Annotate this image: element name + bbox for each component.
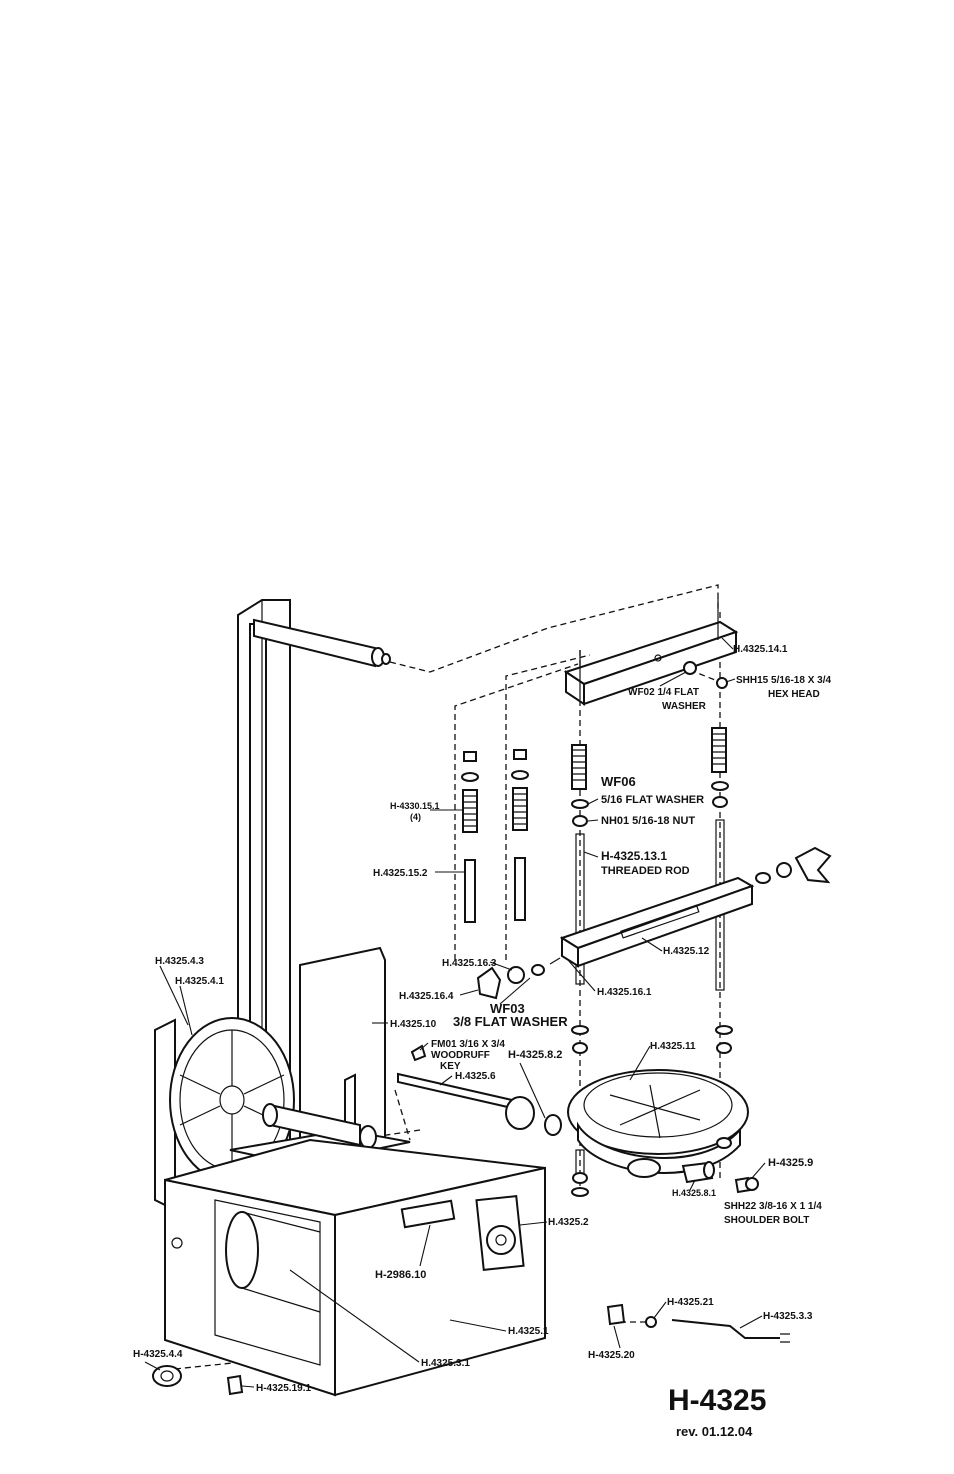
callout-c20: WF03 <box>490 1001 525 1016</box>
callout-c5: WASHER <box>662 701 707 712</box>
top-cross-bar <box>563 620 739 706</box>
leader-lines <box>144 637 766 1388</box>
callout-c2: SHH15 5/16-18 X 3/4 <box>736 675 831 686</box>
callout-c41: H-4325.19.1 <box>256 1383 311 1394</box>
main-box <box>164 1138 546 1397</box>
callout-c15: H.4325.16.3 <box>442 958 497 969</box>
callout-c11: H-4330.15.1 <box>390 801 440 811</box>
callout-c40: H.4325.3.1 <box>421 1358 470 1369</box>
callout-c9: H-4325.13.1 <box>601 849 667 863</box>
callout-c18: H.4325.16.4 <box>399 991 454 1002</box>
callout-c32: SHOULDER BOLT <box>724 1215 809 1226</box>
callout-c14: H.4325.12 <box>663 946 710 957</box>
top-arm <box>253 618 391 668</box>
callout-c19: H.4325.16.1 <box>597 987 652 998</box>
callout-c30: H.4325.8.1 <box>672 1188 716 1198</box>
cord-switch <box>606 1303 790 1343</box>
middle-bar <box>476 846 832 1000</box>
callout-c38: H-4325.20 <box>588 1350 635 1361</box>
turntable <box>567 1025 749 1197</box>
callout-c3: HEX HEAD <box>768 689 820 700</box>
callout-c34: H-2986.10 <box>375 1269 426 1281</box>
callout-c25: KEY <box>440 1061 461 1072</box>
callout-c31: SHH22 3/8-16 X 1 1/4 <box>724 1201 822 1212</box>
callout-c24: WOODRUFF <box>431 1050 490 1061</box>
foot-screw <box>152 1365 244 1396</box>
callout-c35: H-4325.21 <box>667 1297 714 1308</box>
drawing-title: H-4325 <box>668 1384 766 1417</box>
drawing-revision: rev. 01.12.04 <box>676 1424 753 1439</box>
callout-c37: H.4325.1 <box>508 1326 549 1337</box>
callout-c6: WF06 <box>601 774 636 789</box>
callout-c16: H.4325.4.3 <box>155 956 204 967</box>
callout-c33: H.4325.2 <box>548 1217 589 1228</box>
callout-c10: THREADED ROD <box>601 865 690 877</box>
callout-c4: WF02 1/4 FLAT <box>628 687 699 698</box>
callout-c12: (4) <box>410 812 421 822</box>
drive-shaft <box>397 1044 562 1136</box>
callout-c39: H-4325.4.4 <box>133 1349 183 1360</box>
callout-c1: H.4325.14.1 <box>733 644 788 655</box>
callout-c29: H-4325.9 <box>768 1157 813 1169</box>
callout-c7: 5/16 FLAT WASHER <box>601 794 704 806</box>
callout-c27: H.4325.11 <box>650 1041 696 1052</box>
callout-c21: 3/8 FLAT WASHER <box>453 1014 568 1029</box>
callout-c22: H.4325.10 <box>390 1019 437 1030</box>
spring-stacks <box>461 749 529 923</box>
callout-c13: H.4325.15.2 <box>373 868 428 879</box>
callout-c28: H.4325.6 <box>455 1071 496 1082</box>
callout-c36: H-4325.3.3 <box>763 1311 813 1322</box>
callout-c17: H.4325.4.1 <box>175 976 224 987</box>
callout-c8: NH01 5/16-18 NUT <box>601 815 695 827</box>
callout-c23: FM01 3/16 X 3/4 <box>431 1039 505 1050</box>
callout-c26: H-4325.8.2 <box>508 1049 562 1061</box>
